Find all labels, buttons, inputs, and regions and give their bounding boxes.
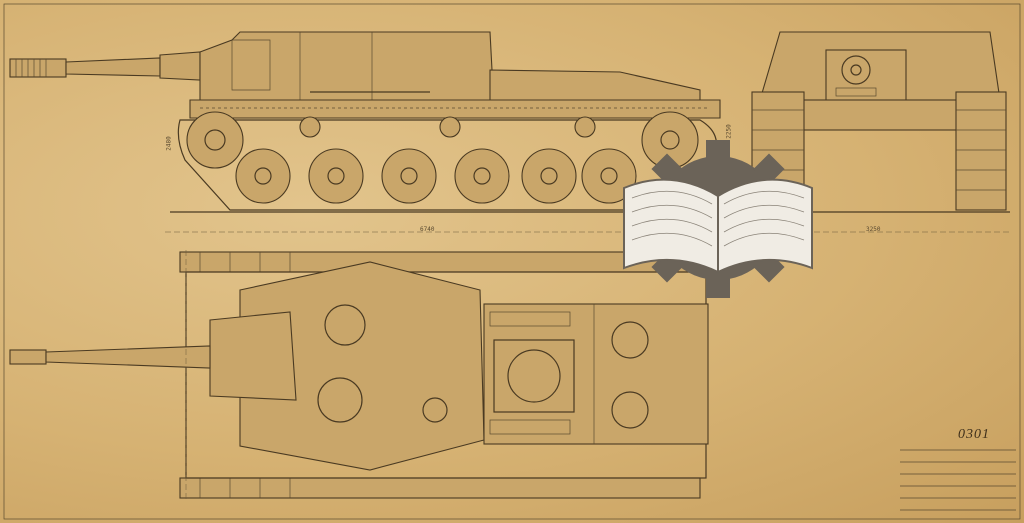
dimension-height: 2480 <box>165 136 173 151</box>
top-view <box>9 250 709 500</box>
commander-hatch <box>324 304 366 346</box>
sheet-border <box>3 3 1021 520</box>
hull-fender <box>189 99 721 119</box>
fuel-cap-front <box>611 321 649 359</box>
gun-mantlet-front <box>825 49 907 107</box>
gun-mantlet <box>159 51 201 81</box>
dimension-length: 6740 <box>420 226 435 233</box>
open-book-on-gear-icon <box>623 140 813 298</box>
engine-access-panel <box>493 339 575 413</box>
fuel-cap-rear <box>611 391 649 429</box>
top-right-track <box>179 477 701 499</box>
dimension-height-front: 2250 <box>725 124 733 139</box>
sheet-number: 0301 <box>958 427 990 442</box>
title-block <box>900 449 1016 511</box>
muzzle-brake <box>9 58 67 78</box>
road-wheels <box>235 148 637 204</box>
front-hull <box>799 99 961 131</box>
top-engine-deck <box>483 303 709 445</box>
gun-barrel <box>65 57 161 77</box>
loader-hatch <box>317 377 363 423</box>
dimension-width-front: 3250 <box>866 226 881 233</box>
return-rollers <box>299 116 596 138</box>
top-left-track <box>179 251 701 273</box>
drive-sprocket <box>186 111 244 169</box>
top-mantlet <box>209 311 297 401</box>
top-gun-barrel <box>45 345 211 369</box>
